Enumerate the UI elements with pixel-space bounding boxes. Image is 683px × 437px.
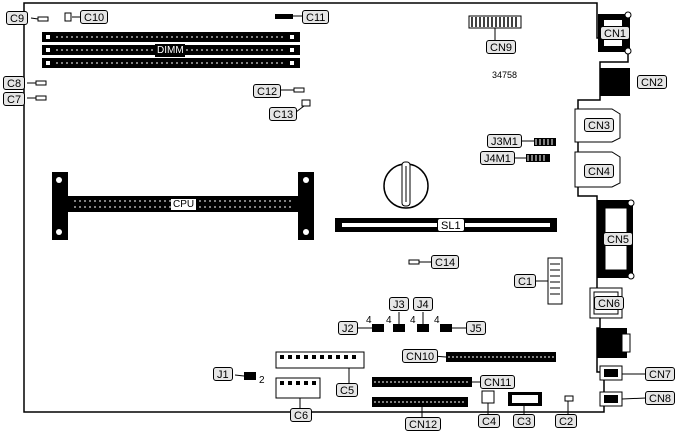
cpu-slot: [52, 172, 314, 240]
pin-j1: 2: [259, 375, 265, 386]
c9-part: [37, 16, 49, 22]
j3m1-header: [534, 138, 556, 146]
label-cn3: CN3: [584, 118, 615, 132]
label-cn8: CN8: [645, 391, 676, 405]
label-cn5: CN5: [603, 232, 634, 246]
label-j2: J2: [338, 321, 358, 335]
c6-connector: [275, 377, 321, 399]
c14-part: [408, 259, 420, 265]
c2-part: [564, 395, 574, 402]
label-cn7: CN7: [645, 367, 676, 381]
label-c14: C14: [431, 255, 460, 269]
c1-part: [547, 257, 563, 305]
cn6b-connector: [597, 328, 631, 358]
cn9-header: [468, 15, 522, 29]
label-j5: J5: [466, 321, 486, 335]
label-c7: C7: [3, 92, 26, 106]
pin-j3: 4: [386, 315, 392, 326]
c3-part: [508, 392, 542, 406]
c4-part: [481, 390, 495, 404]
jumpers: [244, 324, 452, 380]
label-c11: C11: [302, 10, 330, 24]
cn8-jack: [599, 391, 623, 407]
label-j3m1: J3M1: [487, 134, 522, 148]
cn12-header: [372, 397, 468, 407]
label-j4: J4: [413, 297, 433, 311]
c10-part: [64, 12, 72, 22]
j4m1-header: [526, 154, 550, 162]
label-j3: J3: [389, 297, 409, 311]
label-cn2: CN2: [637, 75, 668, 89]
cn11-header: [372, 377, 472, 387]
label-c10: C10: [80, 10, 109, 24]
label-j1: J1: [213, 367, 233, 381]
label-cn12: CN12: [405, 417, 442, 431]
pin-j2: 4: [366, 315, 372, 326]
figure-number: 34758: [492, 70, 518, 80]
label-c3: C3: [513, 414, 536, 428]
label-j4m1: J4M1: [480, 151, 515, 165]
c13-part: [301, 99, 311, 107]
label-c6: C6: [290, 408, 313, 422]
dimm-label: DIMM: [157, 45, 184, 56]
dimm-slots: [42, 32, 300, 68]
pin-j5: 4: [434, 315, 440, 326]
c7-part: [35, 95, 47, 101]
label-c1: C1: [514, 274, 537, 288]
label-cn10: CN10: [402, 349, 439, 363]
c12-part: [293, 87, 305, 93]
label-c5: C5: [336, 383, 359, 397]
label-sl1: SL1: [437, 218, 465, 232]
label-c9: C9: [6, 11, 29, 25]
label-cn1: CN1: [600, 26, 631, 40]
label-cn6: CN6: [594, 296, 625, 310]
label-cn9: CN9: [486, 40, 517, 54]
c8-part: [35, 80, 47, 86]
c11-part: [275, 14, 293, 19]
label-c13: C13: [269, 107, 298, 121]
cn10-header: [446, 352, 556, 362]
label-cn4: CN4: [584, 164, 615, 178]
battery: [383, 161, 429, 209]
label-cn11: CN11: [480, 375, 516, 389]
pin-j4: 4: [410, 315, 416, 326]
c5-connector: [275, 351, 365, 369]
label-c8: C8: [3, 76, 26, 90]
label-c2: C2: [555, 414, 578, 428]
label-c4: C4: [478, 414, 501, 428]
cn2-connector: [600, 68, 630, 96]
cpu-label: CPU: [173, 199, 195, 210]
cn7-jack: [599, 365, 623, 381]
label-c12: C12: [253, 84, 282, 98]
